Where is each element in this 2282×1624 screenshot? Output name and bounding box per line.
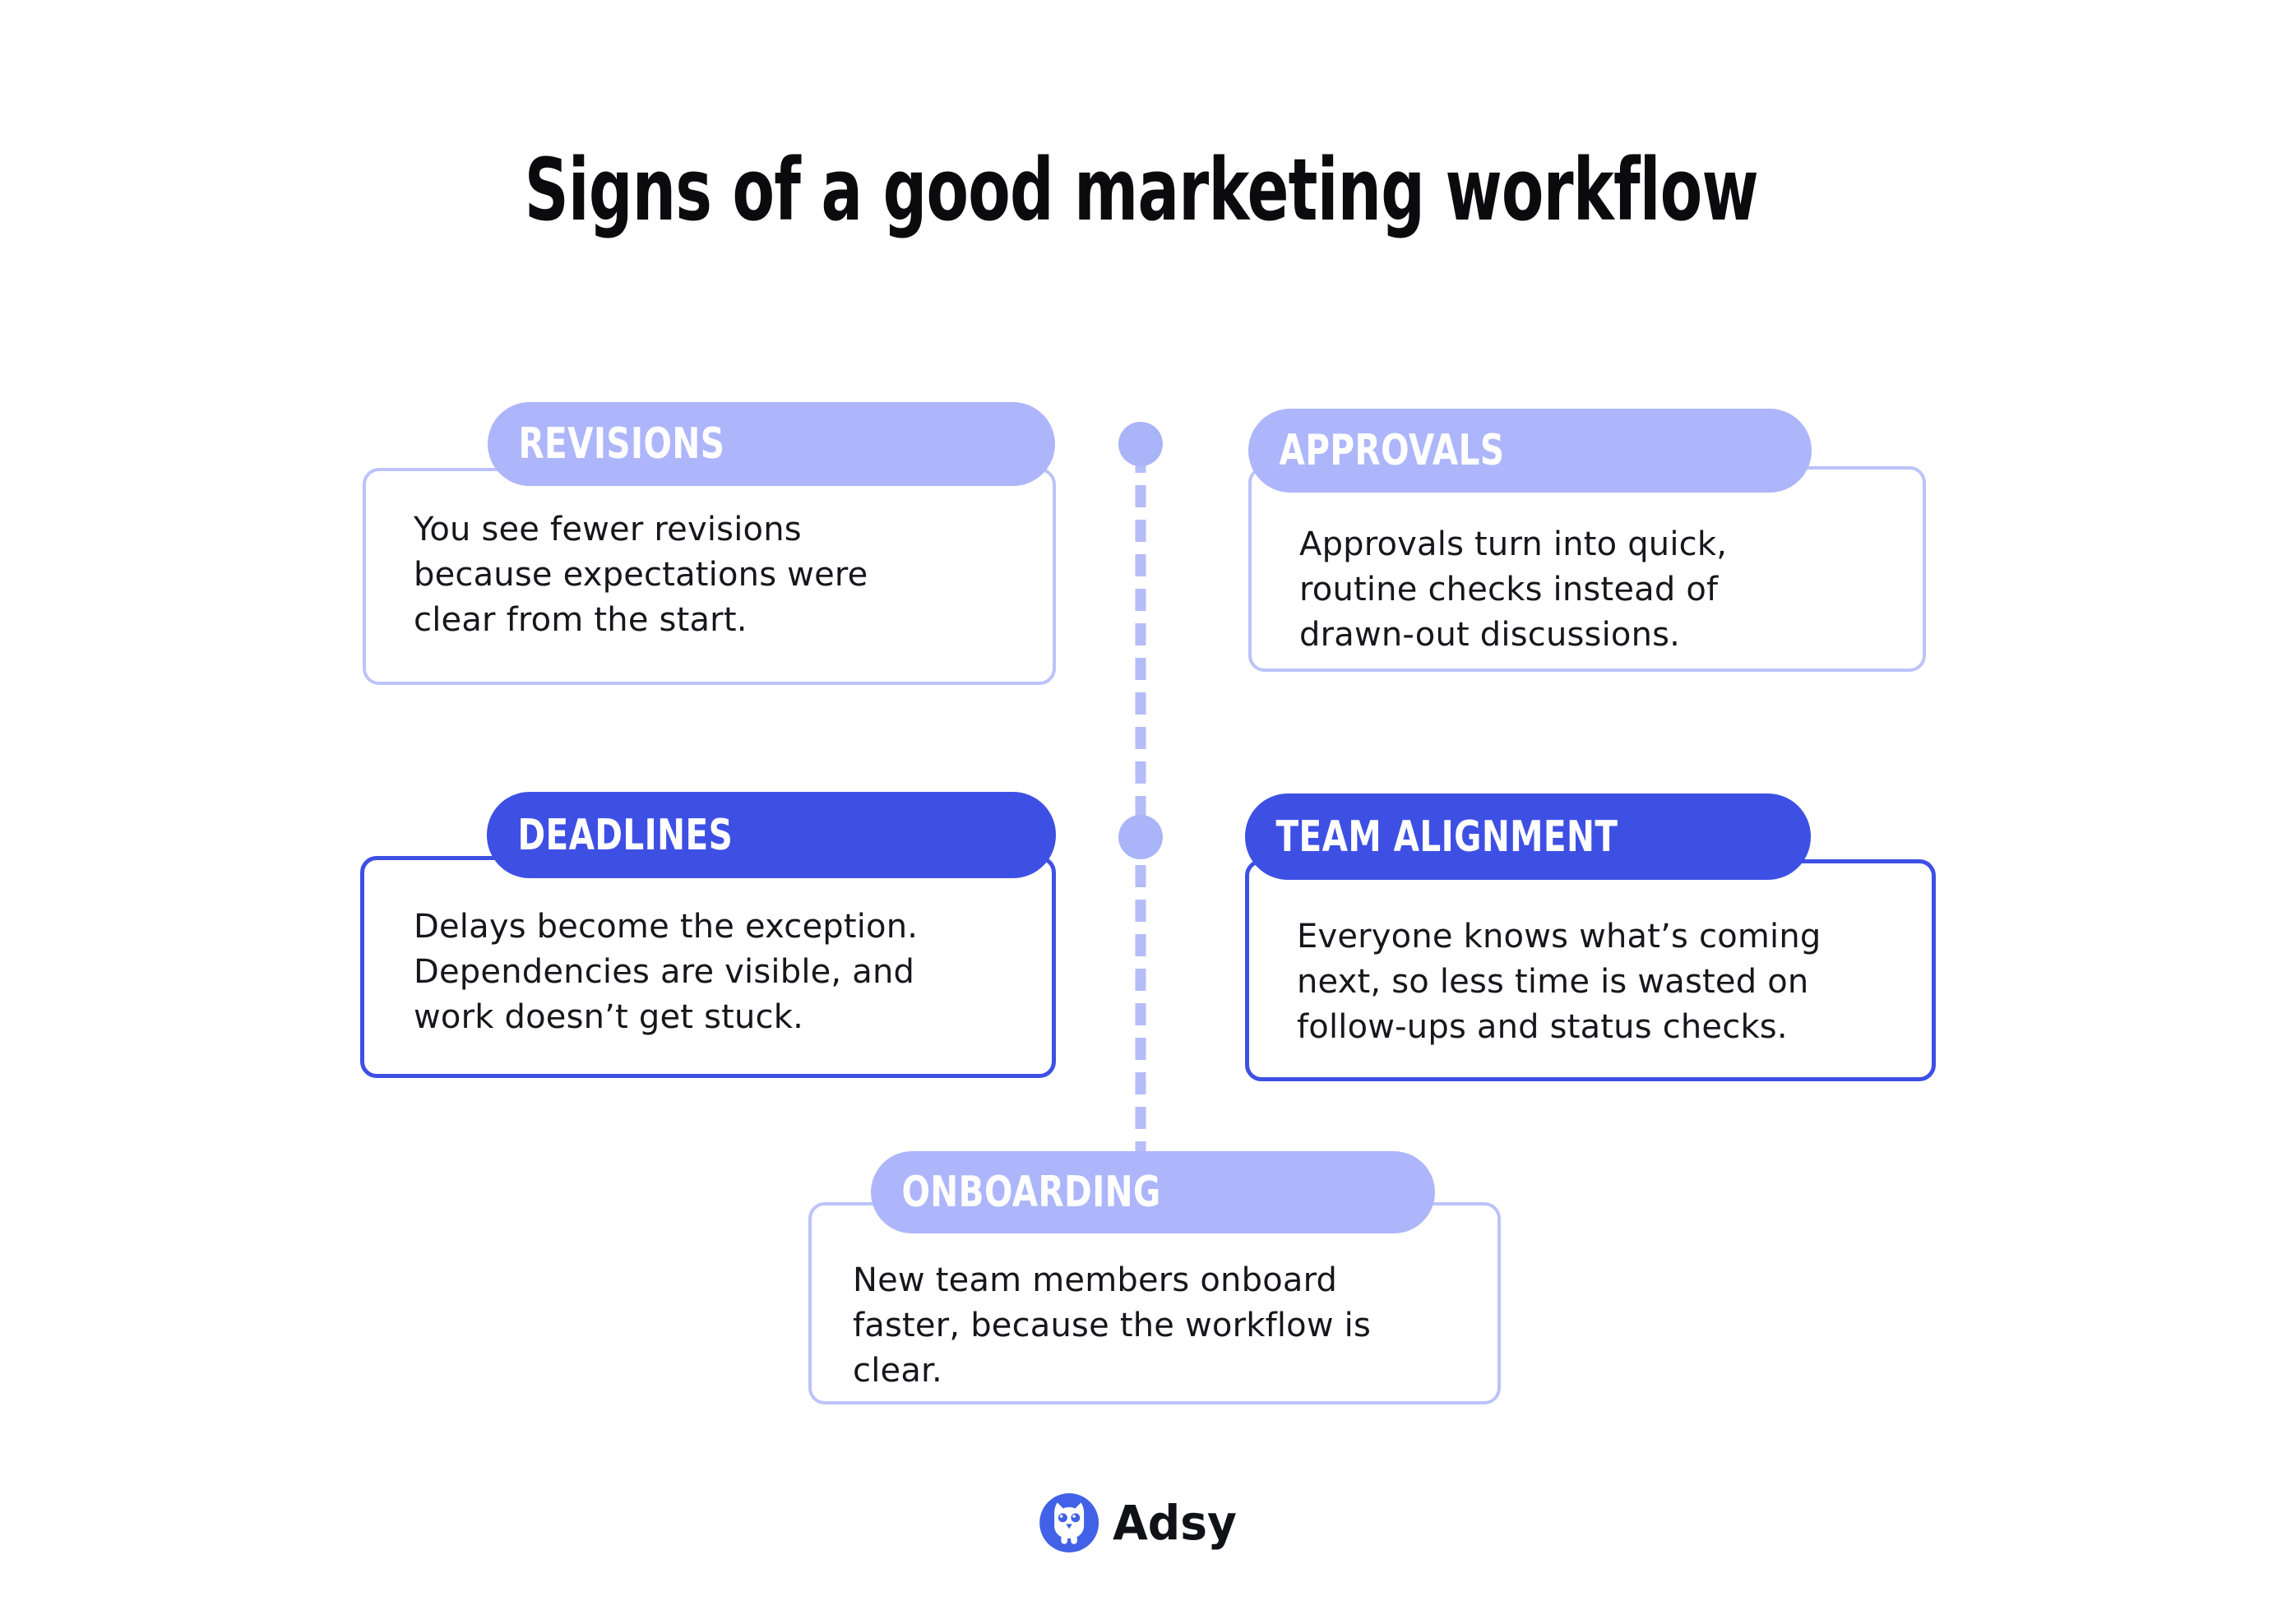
page-title: Signs of a good marketing workflow [524, 140, 1758, 240]
card-body-line: New team members onboard [853, 1261, 1338, 1299]
card-team-alignment-label: TEAM ALIGNMENT [1275, 812, 1618, 862]
card-body-line: follow-ups and status checks. [1297, 1008, 1788, 1046]
card-deadlines-body: Delays become the exception. Dependencie… [360, 856, 1056, 1078]
card-revisions: You see fewer revisions because expectat… [363, 402, 1056, 685]
card-body-text: Delays become the exception. Dependencie… [414, 905, 1032, 1040]
card-body-line: Delays become the exception. [414, 908, 919, 946]
card-body-line: drawn-out discussions. [1299, 616, 1681, 654]
card-revisions-body: You see fewer revisions because expectat… [363, 468, 1056, 685]
card-body-line: next, so less time is wasted on [1297, 963, 1809, 1001]
card-body-text: You see fewer revisions because expectat… [414, 507, 1028, 643]
card-approvals: Approvals turn into quick, routine check… [1248, 409, 1926, 672]
card-approvals-header-pill: APPROVALS [1248, 409, 1812, 493]
card-onboarding-header-pill: ONBOARDING [871, 1151, 1435, 1233]
card-body-line: clear. [853, 1352, 942, 1390]
card-body-line: You see fewer revisions [414, 511, 802, 548]
brand-name: Adsy [1112, 1495, 1237, 1551]
title-wrap: Signs of a good marketing workflow [0, 140, 2282, 240]
card-approvals-label: APPROVALS [1279, 426, 1505, 475]
card-body-line: faster, because the workflow is [853, 1307, 1372, 1344]
card-revisions-label: REVISIONS [518, 419, 725, 469]
connector-dot-middle [1118, 815, 1163, 859]
card-deadlines: Delays become the exception. Dependencie… [360, 792, 1056, 1078]
card-body-line: routine checks instead of [1299, 571, 1719, 608]
card-team-alignment: Everyone knows what’s coming next, so le… [1245, 793, 1936, 1081]
card-deadlines-label: DEADLINES [517, 810, 734, 860]
card-onboarding: New team members onboard faster, because… [808, 1151, 1501, 1404]
card-approvals-body: Approvals turn into quick, routine check… [1248, 466, 1926, 672]
card-body-line: Dependencies are visible, and [414, 953, 915, 991]
card-onboarding-body: New team members onboard faster, because… [808, 1202, 1501, 1404]
card-deadlines-header-pill: DEADLINES [487, 792, 1056, 878]
card-body-line: Approvals turn into quick, [1299, 525, 1728, 563]
card-body-line: Everyone knows what’s coming [1297, 918, 1821, 955]
card-team-alignment-body: Everyone knows what’s coming next, so le… [1245, 859, 1936, 1081]
card-team-alignment-header-pill: TEAM ALIGNMENT [1245, 793, 1811, 880]
card-onboarding-label: ONBOARDING [901, 1168, 1161, 1217]
card-body-line: work doesn’t get stuck. [414, 998, 804, 1036]
card-revisions-header-pill: REVISIONS [488, 402, 1055, 486]
adsy-owl-icon [1039, 1493, 1099, 1552]
brand-footer: Adsy [1039, 1493, 1243, 1552]
card-body-text: Approvals turn into quick, routine check… [1299, 522, 1903, 658]
card-body-text: Everyone knows what’s coming next, so le… [1297, 914, 1912, 1050]
connector-dot-top [1118, 422, 1163, 466]
card-body-line: because expectations were [414, 556, 868, 594]
card-body-text: New team members onboard faster, because… [853, 1258, 1478, 1394]
card-body-line: clear from the start. [414, 601, 748, 639]
